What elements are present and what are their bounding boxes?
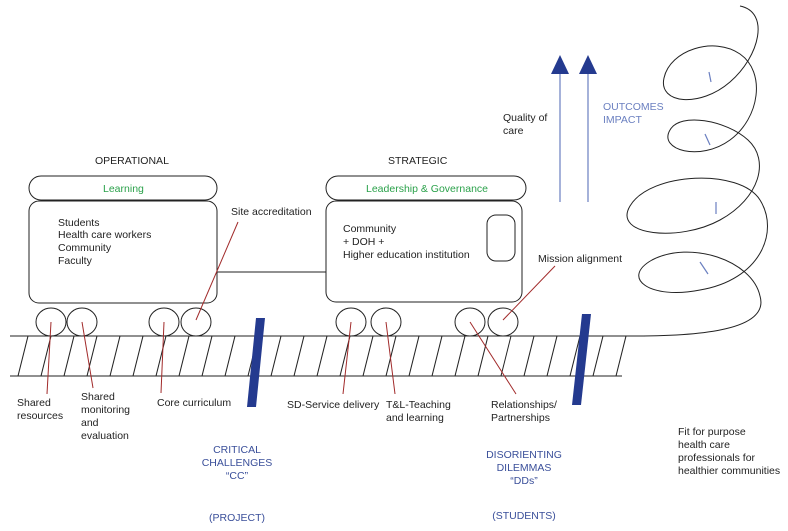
operational-body (28, 200, 218, 304)
track-tie (385, 335, 397, 377)
outcomes-line-2: IMPACT (603, 114, 642, 126)
track-tie (615, 335, 627, 377)
track-tie (270, 335, 282, 377)
shared-monitoring-line-2: monitoring (81, 404, 130, 416)
shared-monitoring-line-3: and (81, 417, 99, 429)
operational-line-1: Students (58, 217, 99, 229)
arrow-head-quality (551, 55, 569, 74)
outcomes-line-1: OUTCOMES (603, 101, 664, 113)
operational-line-2: Health care workers (58, 229, 151, 241)
pointer-core-curriculum (160, 321, 165, 394)
leadership-capsule (325, 175, 527, 201)
spiral-tick-4 (699, 261, 709, 275)
operational-wagon: OPERATIONAL Learning Students Health car… (28, 155, 218, 337)
track-tie (293, 335, 305, 377)
fit-for-purpose-line-4: healthier communities (678, 465, 780, 477)
mission-alignment-label: Mission alignment (538, 253, 622, 265)
barrier-disorienting-dilemmas (572, 314, 591, 405)
site-accreditation-label: Site accreditation (231, 206, 312, 218)
students-label: (STUDENTS) (492, 510, 556, 522)
track-tie (155, 335, 167, 377)
track-tie (17, 335, 29, 377)
critical-challenges-line-2: CHALLENGES (202, 457, 273, 469)
track-tie (362, 335, 374, 377)
relationships-line-1: Relationships/ (491, 399, 557, 411)
shared-resources-line-1: Shared (17, 397, 51, 409)
strategic-wagon: STRATEGIC Leadership & Governance Commun… (325, 155, 527, 337)
track-tie (523, 335, 535, 377)
track-tie (500, 335, 512, 377)
fit-for-purpose-line-2: health care (678, 439, 730, 451)
track-tie (178, 335, 190, 377)
pointer-shared-resources (46, 321, 52, 395)
quality-of-care-line-1: Quality of (503, 112, 547, 124)
learning-label: Learning (103, 183, 144, 195)
strategic-window (486, 214, 516, 262)
strategic-line-1: Community (343, 223, 397, 235)
track-tie (477, 335, 489, 377)
fit-for-purpose-line-3: professionals for (678, 452, 756, 464)
outcome-arrows (551, 55, 597, 202)
operational-line-4: Faculty (58, 255, 93, 267)
track-tie (316, 335, 328, 377)
disorienting-dilemmas-line-1: DISORIENTING (486, 449, 562, 461)
track-ties (17, 335, 627, 377)
leadership-label: Leadership & Governance (366, 183, 488, 195)
disorienting-dilemmas-line-3: “DDs” (510, 475, 538, 487)
disorienting-dilemmas-line-2: DILEMMAS (497, 462, 552, 474)
track-tie (224, 335, 236, 377)
track-tie (63, 335, 75, 377)
operational-wheel-4 (180, 307, 212, 337)
arrow-head-outcomes (579, 55, 597, 74)
pointer-relationships (469, 321, 517, 395)
track-tie (86, 335, 98, 377)
strategic-wheel-4 (487, 307, 519, 337)
quality-of-care-line-2: care (503, 125, 524, 137)
shared-monitoring-line-4: evaluation (81, 430, 129, 442)
pointer-service-delivery (342, 321, 352, 395)
spiral-tick-1 (708, 71, 712, 83)
critical-challenges-line-1: CRITICAL (213, 444, 261, 456)
railway-track (10, 335, 645, 377)
strategic-heading: STRATEGIC (388, 155, 448, 167)
fit-for-purpose-line-1: Fit for purpose (678, 426, 746, 438)
operational-heading: OPERATIONAL (95, 155, 169, 167)
track-tie (132, 335, 144, 377)
shared-monitoring-line-1: Shared (81, 391, 115, 403)
track-tie (201, 335, 213, 377)
barrier-critical-challenges (247, 318, 265, 407)
spiral-path (626, 5, 768, 337)
strategic-line-2: + DOH + (343, 236, 384, 248)
pointer-site-accreditation (195, 221, 239, 321)
shared-resources-line-2: resources (17, 410, 63, 422)
track-tie (431, 335, 443, 377)
track-tie (569, 335, 581, 377)
track-tie (40, 335, 52, 377)
pointer-shared-monitoring (81, 321, 94, 389)
critical-challenges-line-3: “CC” (226, 470, 249, 482)
track-tie (546, 335, 558, 377)
track-tie (408, 335, 420, 377)
strategic-body (325, 200, 523, 303)
spiral-tick-2 (704, 133, 711, 146)
track-tie (109, 335, 121, 377)
relationships-line-2: Partnerships (491, 412, 550, 424)
operational-line-3: Community (58, 242, 112, 254)
strategic-line-3: Higher education institution (343, 249, 470, 261)
project-label: (PROJECT) (209, 512, 265, 524)
core-curriculum-label: Core curriculum (157, 397, 231, 409)
teaching-learning-line-1: T&L-Teaching (386, 399, 451, 411)
pointer-mission-alignment (502, 265, 556, 321)
spiral-coil (626, 5, 768, 337)
learning-capsule (28, 175, 218, 201)
teaching-learning-line-2: and learning (386, 412, 444, 424)
label-pointer-lines (46, 221, 556, 395)
service-delivery-label: SD-Service delivery (287, 399, 380, 411)
track-tie (592, 335, 604, 377)
pointer-teaching-learning (385, 321, 396, 395)
track-tie (454, 335, 466, 377)
